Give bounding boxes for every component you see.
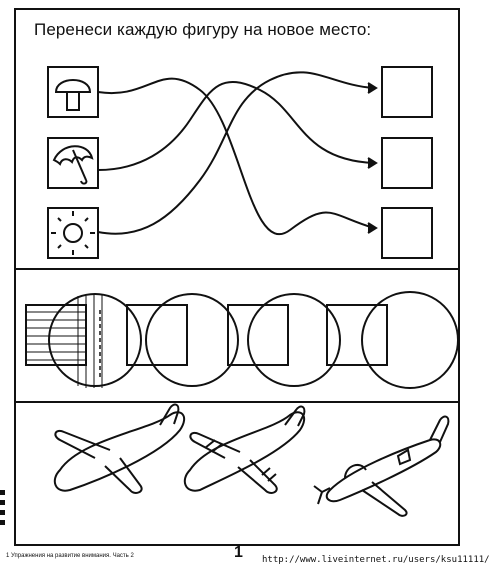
umbrella-icon (52, 145, 94, 185)
page-number: 1 (234, 544, 243, 561)
path-mushroom (97, 77, 375, 235)
arrow-head-3 (367, 222, 378, 234)
arrow-head-1 (367, 82, 378, 94)
propeller-airplane (313, 415, 450, 517)
airplane-striped (183, 405, 306, 494)
task-title: Перенеси каждую фигуру на новое место: (34, 20, 372, 39)
section-1-maze (47, 66, 433, 259)
source-url: http://www.liveinternet.ru/users/ksu1111… (262, 555, 490, 565)
square-1 (126, 304, 188, 366)
source-box-umbrella (47, 137, 99, 189)
sun-icon (51, 211, 95, 255)
airplane-plain (53, 403, 186, 494)
path-sun (97, 71, 375, 235)
path-umbrella (97, 80, 375, 171)
target-box-1 (381, 66, 433, 118)
section-3-airplanes (53, 403, 450, 517)
illustration-layer (25, 66, 459, 517)
circle-3 (361, 291, 459, 389)
target-box-2 (381, 137, 433, 189)
mushroom-icon (54, 79, 92, 111)
worksheet-frame (14, 8, 460, 546)
circle-1 (145, 293, 239, 387)
footer-caption: 1 Упражнения на развитие внимания. Часть… (6, 553, 134, 559)
side-crop-marks (0, 490, 5, 525)
circle-2 (247, 293, 341, 387)
worksheet-page: Перенеси каждую фигуру на новое место: (0, 8, 490, 565)
arrow-head-2 (367, 157, 378, 169)
section-2-shapes (25, 291, 459, 389)
square-2 (227, 304, 289, 366)
striped-circle (48, 293, 142, 387)
section-divider-1 (16, 268, 458, 270)
section-divider-2 (16, 401, 458, 403)
square-3 (326, 304, 388, 366)
target-box-3 (381, 207, 433, 259)
